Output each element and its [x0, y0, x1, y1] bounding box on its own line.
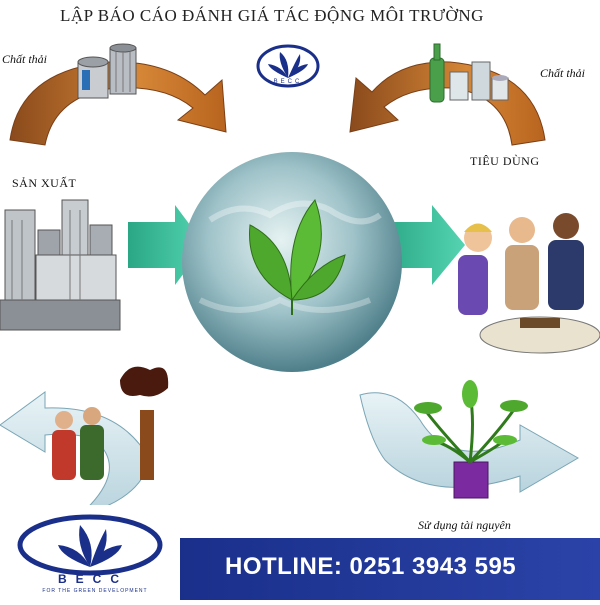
becc-tagline: FOR THE GREEN DEVELOPMENT	[42, 588, 148, 594]
leaves-icon	[249, 199, 346, 315]
consumption-arrow	[382, 205, 465, 285]
bottles-cans-icon	[429, 43, 509, 103]
factory-icon	[0, 199, 121, 331]
becc-logo-panel	[0, 505, 180, 600]
potted-plant-icon	[414, 380, 528, 499]
production-label: SẢN XUẤT	[12, 176, 77, 190]
becc-small-text: BECC	[273, 79, 303, 85]
resource-arrow-right	[359, 392, 579, 493]
becc-logo-small	[256, 44, 320, 88]
consumption-label: TIÊU DÙNG	[470, 154, 540, 168]
resource-use-label: Sử dụng tài nguyên	[418, 518, 511, 532]
waste-label-left: Chất thải	[2, 52, 48, 66]
page-title: LẬP BÁO CÁO ĐÁNH GIÁ TÁC ĐỘNG MÔI TRƯỜNG	[60, 6, 484, 25]
hotline-text[interactable]: HOTLINE: 0251 3943 595	[225, 553, 517, 580]
workers-oil-icon	[52, 366, 169, 480]
hotline-bar	[175, 538, 600, 600]
waste-label-right: Chất thải	[540, 66, 586, 80]
consumers-dining-icon	[458, 213, 600, 354]
becc-logo-icon	[17, 514, 163, 576]
trash-bins-icon	[77, 43, 137, 99]
becc-brand-name: BECC	[57, 572, 128, 586]
waste-arrow-right	[349, 61, 546, 146]
